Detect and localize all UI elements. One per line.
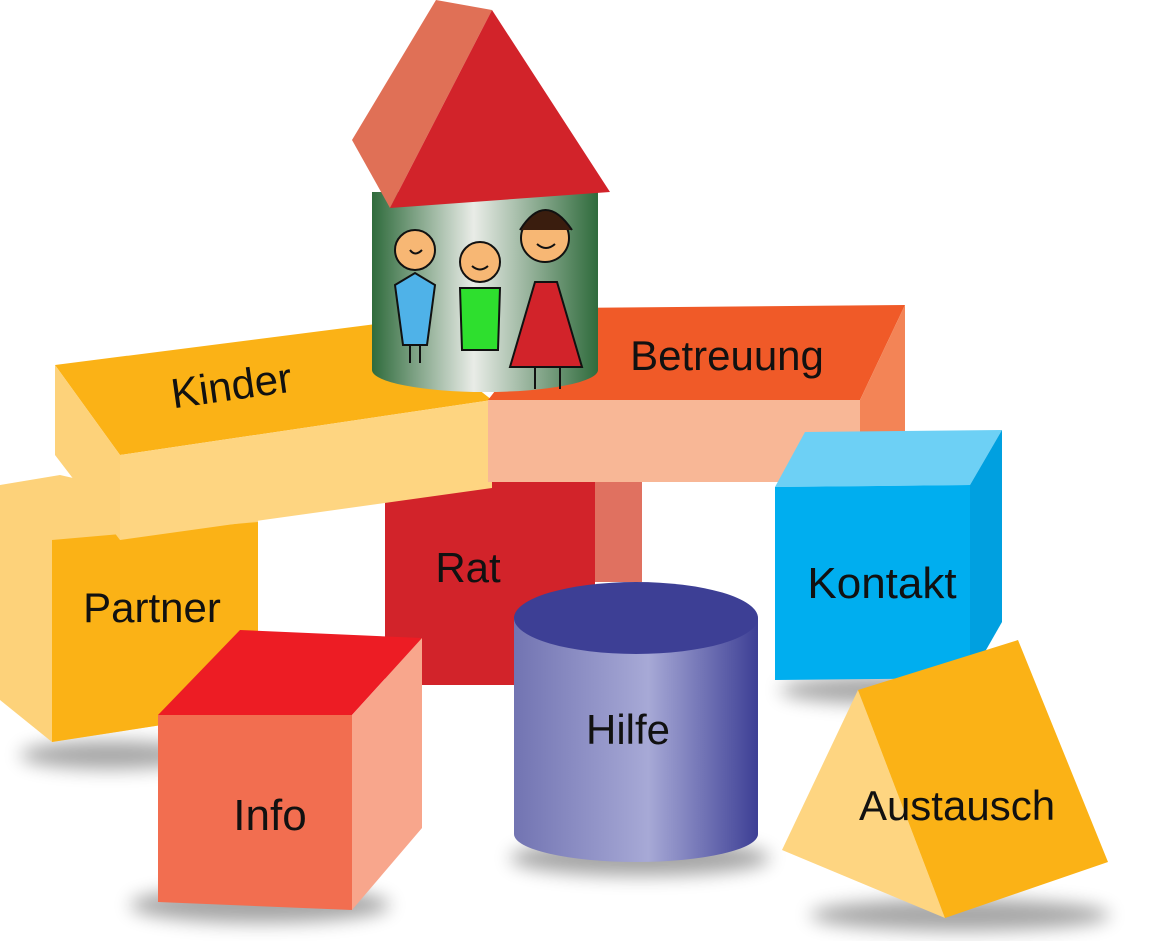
- betreuung-label: Betreuung: [630, 332, 824, 379]
- hilfe-label: Hilfe: [586, 706, 670, 753]
- family-tower: [352, 0, 610, 392]
- partner-label: Partner: [83, 584, 221, 631]
- info-label: Info: [233, 791, 306, 840]
- family-drawing-icon: [393, 209, 584, 389]
- austausch-block: Austausch: [782, 640, 1108, 918]
- kontakt-label: Kontakt: [807, 559, 956, 608]
- austausch-label: Austausch: [859, 782, 1055, 829]
- rat-label: Rat: [435, 544, 501, 591]
- info-block: Info: [158, 630, 422, 910]
- hilfe-block: Hilfe: [514, 582, 758, 862]
- kontakt-block: Kontakt: [775, 430, 1002, 680]
